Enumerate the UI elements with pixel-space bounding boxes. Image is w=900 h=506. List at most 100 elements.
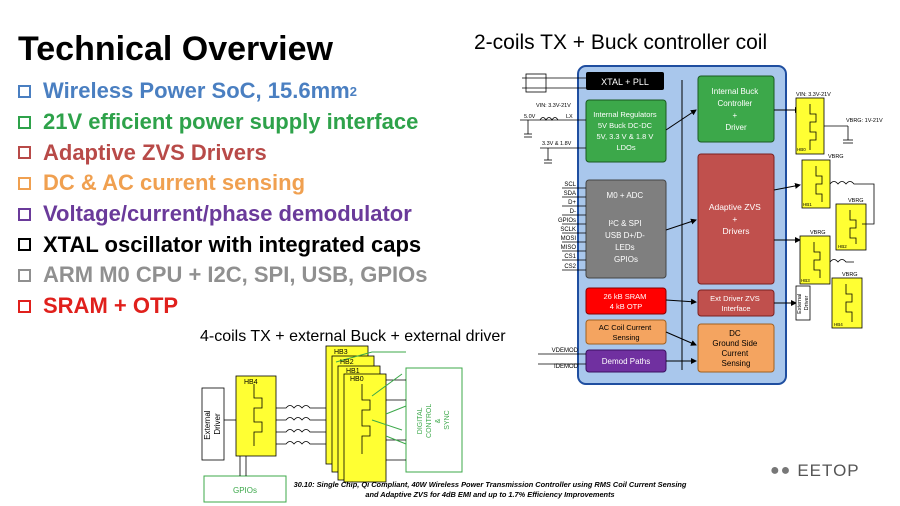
feature-item: ARM M0 CPU + I2C, SPI, USB, GPIOs xyxy=(18,260,427,291)
ext-driver-side-line: Driver xyxy=(804,296,810,311)
watermark: ●● EETOP xyxy=(770,461,860,481)
feature-text: SRAM + OTP xyxy=(43,293,179,319)
hb-stack-label: HB0 xyxy=(350,376,364,383)
buck-line: Internal Buck xyxy=(712,87,760,96)
pin-label: MISO xyxy=(561,245,577,251)
pin-label: CS1 xyxy=(564,254,576,260)
zvs-line: Drivers xyxy=(723,226,750,236)
hb-stack-label: HB1 xyxy=(346,368,360,375)
feature-item: Adaptive ZVS Drivers xyxy=(18,137,427,168)
pin-label: D+ xyxy=(568,200,576,206)
demod-label: Demod Paths xyxy=(602,357,650,366)
regulators-line: 5V Buck DC-DC xyxy=(598,121,653,130)
buck-line: Controller xyxy=(718,99,753,108)
ext-driver-bottom-line: Driver xyxy=(213,413,222,435)
pin-label: VDEMOD xyxy=(552,348,579,354)
sram-line: 4 kB OTP xyxy=(610,302,643,311)
hb-label: HB1 xyxy=(803,202,812,207)
zvs-text: Adaptive ZVS + Drivers xyxy=(709,202,763,236)
dc-sense-line: DC xyxy=(729,329,741,338)
regulators-block xyxy=(585,99,667,163)
ext-driver-side-line: External xyxy=(797,294,803,314)
hb4-box-bottom xyxy=(235,375,277,457)
vin-right-label: VIN: 3.3V-21V xyxy=(796,92,831,98)
feature-item: DC & AC current sensing xyxy=(18,168,427,199)
vbrg-label: VBRG xyxy=(848,198,864,204)
vbrg-label: VBRG xyxy=(810,230,826,236)
ac-sense-text: AC Coil Current Sensing xyxy=(599,323,654,342)
footnote: 30.10: Single Chip, Qi Compliant, 40W Wi… xyxy=(293,480,687,499)
checkbox-icon xyxy=(18,299,31,313)
pin-labels: SCL SDA D+ D- GPIOs SCLK MOSI MISO CS1 C… xyxy=(552,182,579,370)
hb0-box-bottom xyxy=(343,373,387,483)
wechat-icon: ●● xyxy=(770,462,792,479)
hb-stack-label: HB3 xyxy=(334,349,348,356)
ext-driver-side-text: External Driver xyxy=(797,292,810,314)
regulators-text: Internal Regulators 5V Buck DC-DC 5V, 3.… xyxy=(593,110,658,152)
dc-sense-text: DC Ground Side Current Sensing xyxy=(712,329,759,368)
ac-sense-line: Sensing xyxy=(612,333,639,342)
vbrg-label: VBRG xyxy=(842,272,858,278)
zvs-block xyxy=(697,153,775,285)
sram-text: 26 kB SRAM 4 kB OTP xyxy=(603,292,648,311)
dc-sense-line: Current xyxy=(722,349,749,358)
buck-line: + xyxy=(733,111,738,120)
vin-label: VIN: 3.3V-21V xyxy=(536,103,571,109)
mcu-line: M0 + ADC xyxy=(607,191,644,200)
feature-item: XTAL oscillator with integrated caps xyxy=(18,229,427,260)
vbrg-out-label: VBRG: 1V-21V xyxy=(846,118,883,124)
internal-arrows xyxy=(665,80,801,370)
hb-label: HB2 xyxy=(838,244,847,249)
mcu-block xyxy=(585,179,667,279)
feature-sup: 2 xyxy=(349,83,357,99)
digital-line: & xyxy=(435,418,442,423)
feature-text: Voltage/current/phase demodulator xyxy=(43,201,412,227)
sram-line: 26 kB SRAM xyxy=(603,292,646,301)
mcu-line: USB D+/D- xyxy=(605,231,645,240)
left-pins xyxy=(520,77,586,365)
feature-text: XTAL oscillator with integrated caps xyxy=(43,231,422,257)
digital-line: DIGITAL xyxy=(417,407,424,434)
buck-controller-block xyxy=(697,75,775,143)
digital-control-text: DIGITAL CONTROL & SYNC xyxy=(417,402,451,438)
hb-stack-label: HB2 xyxy=(340,359,354,366)
digital-line: CONTROL xyxy=(426,404,433,438)
right-half-bridges xyxy=(795,97,875,329)
pin-label: D- xyxy=(570,209,576,215)
feature-text: ARM M0 CPU + I2C, SPI, USB, GPIOs xyxy=(43,262,428,288)
feature-text: DC & AC current sensing xyxy=(43,170,306,196)
dc-sense-line: Ground Side xyxy=(712,339,757,348)
dc-sense-block xyxy=(697,323,775,373)
ext-driver-text: Ext Driver ZVS Interface xyxy=(710,294,762,313)
supply-labels: VIN: 3.3V-21V LX 5.0V 3.3V & 1.8V xyxy=(524,103,573,147)
mcu-text: M0 + ADC I²C & SPI USB D+/D- LEDs GPIOs xyxy=(605,191,647,264)
hb4-label: HB4 xyxy=(244,379,258,386)
ext-driver-bottom-line: External xyxy=(203,410,212,440)
bottom-labels: HB3 HB2 HB1 HB0 HB4 GPIOs xyxy=(233,349,364,495)
ac-sense-line: AC Coil Current xyxy=(599,323,652,332)
ext-driver-bottom-text: External Driver xyxy=(203,408,222,440)
watermark-text: EETOP xyxy=(797,461,860,480)
regulators-line: Internal Regulators xyxy=(593,110,657,119)
gpios-label: GPIOs xyxy=(233,486,257,495)
right-labels: VIN: 3.3V-21V VBRG: 1V-21V VBRG VBRG VBR… xyxy=(796,92,883,327)
zvs-line: + xyxy=(732,214,737,224)
digital-control-box xyxy=(405,367,463,473)
buck-controller-text: Internal Buck Controller + Driver xyxy=(712,87,761,132)
bottom-diagram xyxy=(201,345,463,503)
mcu-line: LEDs xyxy=(615,243,635,252)
ext-driver-box-bottom xyxy=(201,387,225,461)
feature-item: SRAM + OTP xyxy=(18,291,427,322)
pin-label: CS2 xyxy=(564,264,576,270)
hb-label: HB0 xyxy=(797,147,806,152)
ext-driver-line: Ext Driver ZVS xyxy=(710,294,760,303)
hb-label: HB3 xyxy=(801,278,810,283)
pin-label: SDA xyxy=(564,191,576,197)
hb2-box xyxy=(835,203,867,251)
xtal-block xyxy=(586,72,664,90)
checkbox-icon xyxy=(18,84,31,98)
checkbox-icon xyxy=(18,238,31,252)
right-diagram-caption: 2-coils TX + Buck controller coil xyxy=(474,31,768,54)
